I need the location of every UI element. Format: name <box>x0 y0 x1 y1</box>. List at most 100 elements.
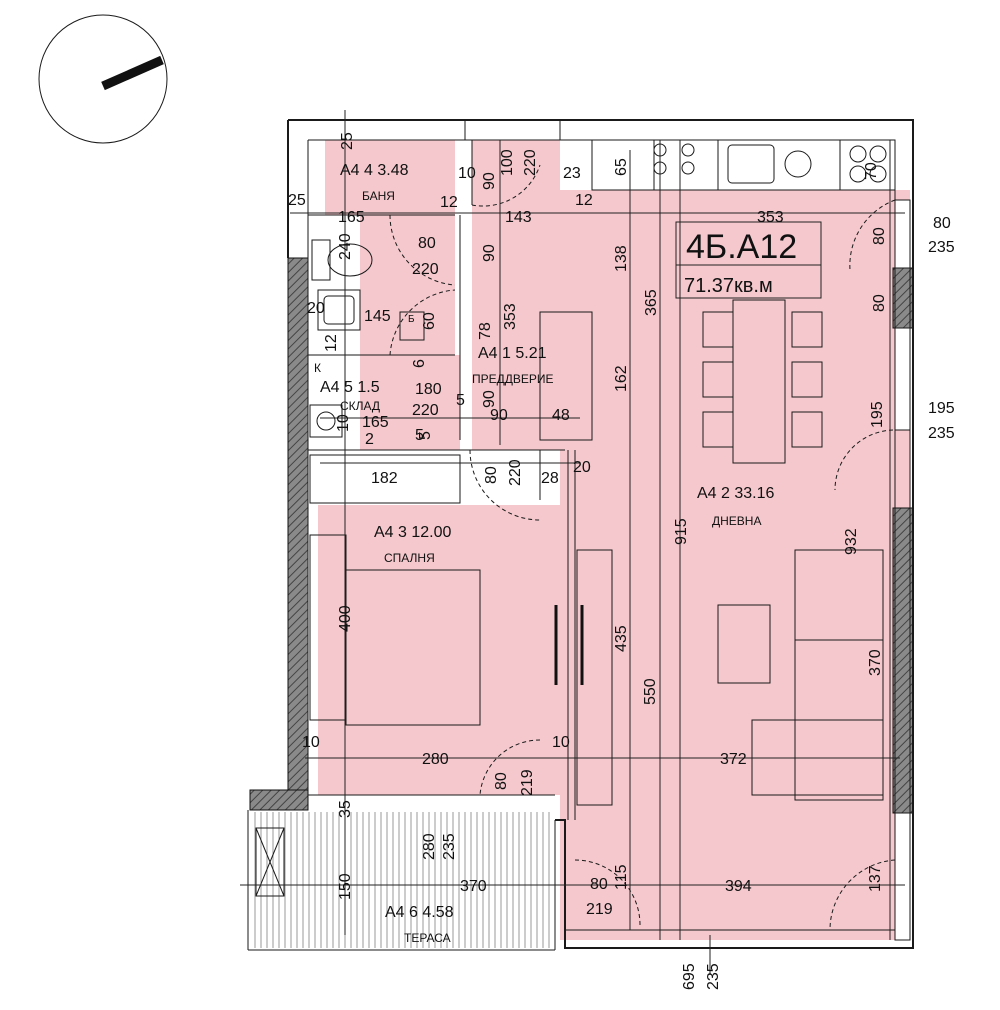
dim-label: 695 <box>681 963 698 990</box>
dim-label: 235 <box>928 239 955 256</box>
room-name-hall: ПРЕДДВЕРИЕ <box>472 372 554 386</box>
room-label-bedroom: А4 3 12.00 <box>374 524 452 541</box>
room-label-storage: А4 5 1.5 <box>320 379 380 396</box>
dim-label: 180 <box>415 381 442 398</box>
dim-label: 195 <box>869 401 886 428</box>
dim-label: 235 <box>441 833 458 860</box>
dim-label: 143 <box>505 209 532 226</box>
room-name-living: ДНЕВНА <box>712 514 761 528</box>
dim-label: 370 <box>867 649 884 676</box>
dim-label: 12 <box>323 334 340 352</box>
north-compass-icon <box>38 14 168 144</box>
dim-label: 220 <box>507 459 524 486</box>
dim-label: 80 <box>871 294 888 312</box>
room-name-storage: СКЛАД <box>340 399 380 413</box>
boiler-letter: Б <box>408 314 415 325</box>
dim-label: 2 <box>365 431 374 448</box>
dim-label: 90 <box>481 172 498 190</box>
wardrobe-hall <box>539 311 593 441</box>
dim-label: 137 <box>867 865 884 892</box>
dim-label: 70 <box>863 162 880 180</box>
cabinet-letter: К <box>314 361 321 375</box>
dim-label: 550 <box>642 678 659 705</box>
dim-label: 138 <box>613 245 630 272</box>
dim-label: 23 <box>563 165 581 182</box>
dim-label: 280 <box>422 751 449 768</box>
dim-label: 80 <box>933 215 951 232</box>
dim-label: 280 <box>421 833 438 860</box>
terrace-deck <box>250 812 553 948</box>
unit-code: 4Б.А12 <box>686 228 797 266</box>
windows <box>894 199 911 941</box>
dim-label: 6 <box>411 359 428 368</box>
dim-label: 90 <box>481 244 498 262</box>
unit-area: 71.37кв.м <box>684 275 773 297</box>
dim-label: 182 <box>371 470 398 487</box>
dim-label: 80 <box>493 772 510 790</box>
dim-label: 165 <box>338 209 365 226</box>
dim-label: 115 <box>613 864 630 890</box>
dim-label: 25 <box>339 132 356 150</box>
dim-label: 235 <box>705 963 722 990</box>
dim-label: 5 <box>456 392 465 409</box>
dim-label: 915 <box>673 518 690 545</box>
dim-label: 20 <box>307 300 325 317</box>
walls <box>247 119 914 951</box>
dim-label: 12 <box>575 192 593 209</box>
dim-label: 5 <box>415 427 424 444</box>
room-fills <box>318 140 910 940</box>
dim-label: 35 <box>337 800 354 818</box>
dim-label: 353 <box>502 303 519 330</box>
room-name-bedroom: СПАЛНЯ <box>384 551 435 565</box>
bed-icon <box>309 534 481 726</box>
dim-label: 162 <box>613 365 630 392</box>
dim-label: 20 <box>573 459 591 476</box>
dim-label: 25 <box>288 192 306 209</box>
dim-label: 48 <box>552 407 570 424</box>
dim-label: 219 <box>519 769 536 796</box>
washbasin-icon <box>317 289 361 331</box>
dim-label: 65 <box>613 158 630 176</box>
dim-label: 90 <box>490 407 508 424</box>
room-label-terrace: А4 6 4.58 <box>385 904 454 921</box>
dim-label: 353 <box>757 209 784 226</box>
dim-label: 394 <box>725 878 752 895</box>
dim-label: 90 <box>481 390 498 408</box>
closet-bedroom <box>576 549 613 806</box>
boiler-box <box>399 311 425 341</box>
kitchen-counter <box>591 139 896 191</box>
dimension-lines <box>240 110 905 975</box>
room-name-bath: БАНЯ <box>362 189 395 203</box>
dim-label: 10 <box>552 734 570 751</box>
unit-label <box>675 221 822 299</box>
dim-label: 400 <box>337 605 354 632</box>
room-label-bath: А4 4 3.48 <box>340 162 409 179</box>
room-name-terrace: ТЕРАСА <box>404 931 451 945</box>
dim-label: 80 <box>418 235 436 252</box>
dim-label: 80 <box>590 876 608 893</box>
dim-label: 220 <box>412 402 439 419</box>
dim-label: 932 <box>843 528 860 555</box>
dim-label: 150 <box>337 873 354 900</box>
walls-hatched <box>249 257 914 814</box>
dim-label: 28 <box>541 470 559 487</box>
dim-label: 10 <box>302 734 320 751</box>
dim-label: 78 <box>477 322 494 340</box>
dim-label: 219 <box>586 901 613 918</box>
dim-label: 80 <box>871 227 888 245</box>
dim-label: 5 <box>417 431 434 440</box>
dim-label: 372 <box>720 751 747 768</box>
washing-machine-icon <box>309 404 343 438</box>
dim-label: 240 <box>337 233 354 260</box>
dim-label: 195 <box>928 400 955 417</box>
room-label-living: А4 2 33.16 <box>697 485 775 502</box>
dim-label: 80 <box>483 466 500 484</box>
dim-label: 100 <box>499 149 516 176</box>
toilet-icon <box>311 239 373 281</box>
sink-icon <box>727 144 887 184</box>
dim-label: 435 <box>613 625 630 652</box>
dim-label: 10 <box>458 165 476 182</box>
dim-label: 235 <box>928 425 955 442</box>
dim-label: 12 <box>440 194 458 211</box>
